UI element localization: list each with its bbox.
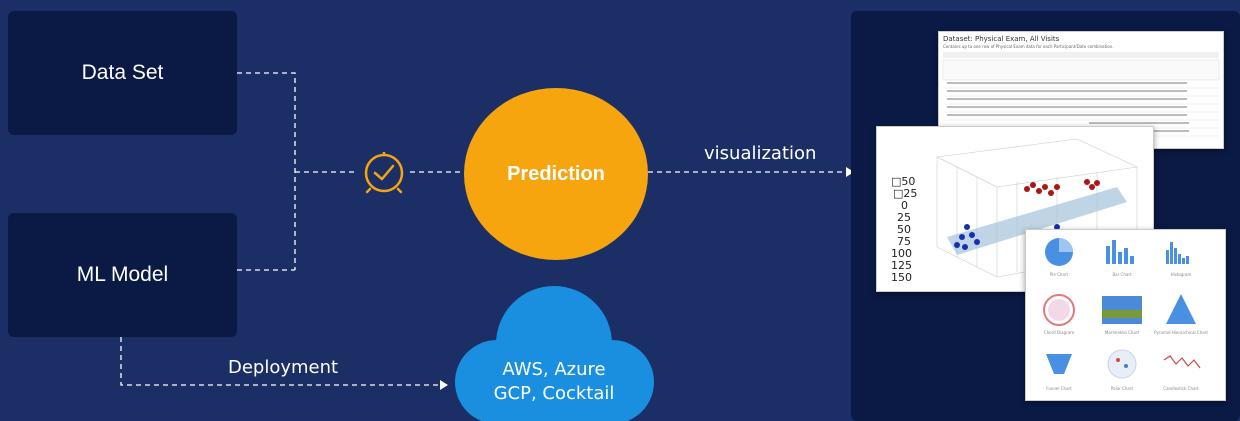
edge-mlmodel-to-cloud <box>120 337 440 386</box>
svg-text:150: 150 <box>891 271 912 284</box>
gallery-label-pie: Pie Chart <box>1050 272 1069 277</box>
svg-text:□25: □25 <box>893 187 917 200</box>
svg-text:75: 75 <box>897 235 911 248</box>
chart-gallery-thumbnails: Pie Chart Bar Chart Histogram Chord Diag… <box>1043 238 1208 391</box>
svg-text:50: 50 <box>897 223 911 236</box>
cloud-line-2: GCP, Cocktail <box>493 383 615 404</box>
clock-icon <box>364 152 404 194</box>
ml-model-node: ML Model <box>8 213 237 337</box>
table-title: Dataset: Physical Exam, All Visits <box>943 35 1060 43</box>
visualization-label: visualization <box>704 143 817 164</box>
chart-gallery-screenshot: Pie Chart Bar Chart Histogram Chord Diag… <box>1025 229 1226 401</box>
gallery-label-pyramid: Pyramid Hierarchical Chart <box>1154 330 1208 335</box>
data-set-label: Data Set <box>81 61 164 84</box>
prediction-node: Prediction <box>464 88 648 260</box>
gallery-label-marimekko: Marimekko Chart <box>1105 330 1140 335</box>
gallery-label-chord: Chord Diagram <box>1044 330 1074 335</box>
table-subtitle: Contains up to one row of Physical Exam … <box>943 44 1114 49</box>
edge-dataset-to-junction <box>237 72 296 270</box>
svg-text:□50: □50 <box>891 175 915 188</box>
arrowhead-deployment <box>440 380 448 390</box>
table-grid <box>942 52 1220 137</box>
svg-text:100: 100 <box>891 247 912 260</box>
cloud-line-1: AWS, Azure <box>502 359 606 380</box>
gallery-label-histogram: Histogram <box>1171 272 1192 277</box>
deployment-label: Deployment <box>228 357 339 378</box>
svg-text:25: 25 <box>897 211 911 224</box>
svg-text:125: 125 <box>891 259 912 272</box>
data-set-node: Data Set <box>8 11 237 135</box>
arrowhead-visualization <box>846 167 854 177</box>
svg-text:0: 0 <box>901 199 908 212</box>
cloud-node: AWS, Azure GCP, Cocktail <box>452 358 656 406</box>
prediction-label: Prediction <box>507 162 605 185</box>
gallery-label-bar: Bar Chart <box>1112 272 1132 277</box>
gallery-label-candlestick: Candlestick Chart <box>1163 386 1199 391</box>
ml-model-label: ML Model <box>76 263 169 286</box>
gallery-label-funnel: Funnel Chart <box>1046 386 1072 391</box>
cloud-icon <box>455 286 654 421</box>
gallery-label-polar: Polar Chart <box>1111 386 1134 391</box>
